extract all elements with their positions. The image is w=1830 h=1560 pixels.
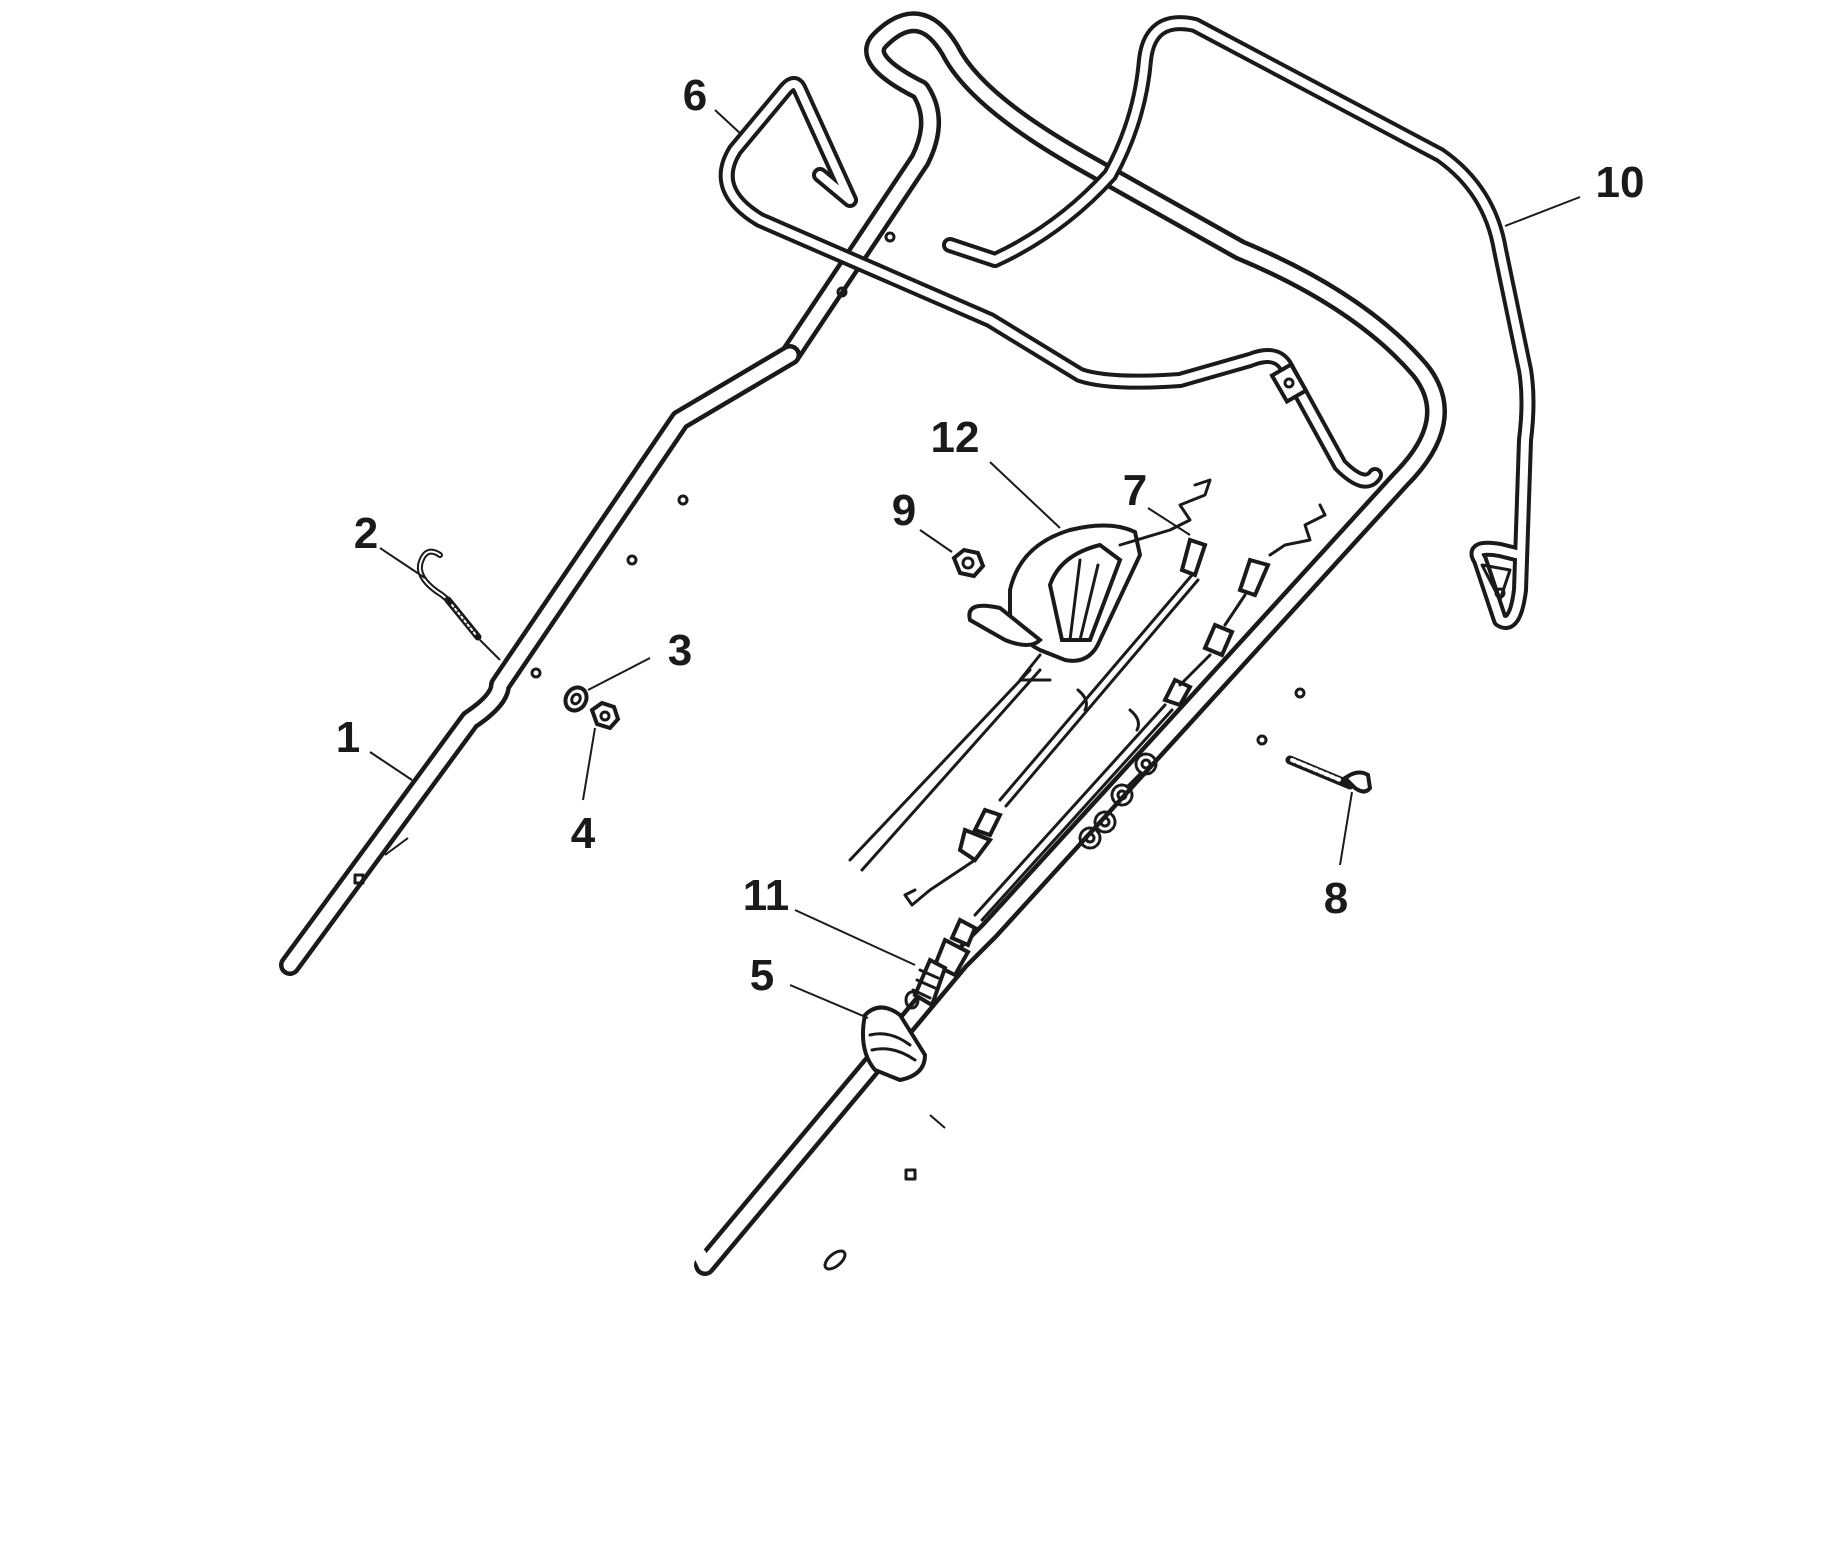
star-washers: [1078, 752, 1158, 850]
leader-3: [587, 657, 651, 691]
small-nut: [951, 547, 986, 579]
callout-6: 6: [683, 71, 707, 120]
handle-bolt: [1285, 755, 1373, 794]
leader-9: [919, 529, 953, 553]
cable-clip: [861, 1005, 928, 1083]
drive-bail: [942, 15, 1536, 630]
callout-labels: 1 2 3 4 5 6 7 8 9 10 11 12: [336, 71, 1645, 1000]
leader-lines: [369, 109, 1581, 1019]
washer: [563, 685, 589, 713]
leader-4: [582, 727, 596, 801]
callout-10: 10: [1596, 158, 1645, 207]
callout-11: 11: [743, 871, 790, 920]
upper-handle: [693, 11, 1447, 1276]
throttle-control: [848, 523, 1143, 872]
callout-2: 2: [354, 509, 378, 558]
eye-bolt: [416, 548, 501, 661]
callout-8: 8: [1324, 874, 1348, 923]
stop-lever: [718, 76, 1383, 489]
leader-5: [789, 984, 869, 1019]
leader-11: [794, 909, 916, 966]
leader-6: [714, 109, 743, 136]
callout-7: 7: [1123, 466, 1147, 515]
callout-9: 9: [892, 486, 916, 535]
callout-3: 3: [668, 626, 692, 675]
lower-handle: [279, 344, 801, 976]
callout-1: 1: [336, 713, 360, 762]
leader-1: [369, 751, 413, 781]
drive-cable: [903, 478, 1212, 907]
leader-12: [989, 461, 1061, 529]
brake-cable: [904, 503, 1327, 1010]
leader-8: [1339, 791, 1353, 866]
nut: [589, 700, 621, 731]
callout-5: 5: [750, 951, 774, 1000]
callout-4: 4: [571, 809, 596, 858]
leader-2: [379, 547, 426, 579]
leader-7: [1147, 507, 1191, 536]
callout-12: 12: [931, 413, 980, 462]
leader-10: [1504, 196, 1581, 227]
